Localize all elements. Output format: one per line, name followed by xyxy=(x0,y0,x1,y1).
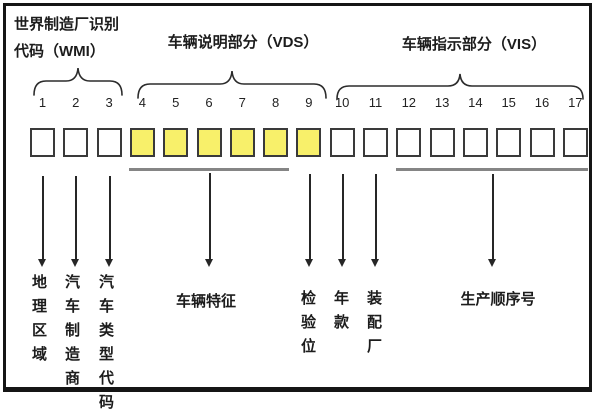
vin-box-7 xyxy=(229,128,255,157)
vin-box-17 xyxy=(562,128,588,157)
vin-box-14 xyxy=(462,128,488,157)
vin-box-4 xyxy=(129,128,155,157)
position-number-1: 1 xyxy=(38,95,47,110)
arrow-position-3 xyxy=(105,176,114,267)
diagram-frame xyxy=(3,3,592,392)
vis-brace xyxy=(336,73,584,100)
position-number-3: 3 xyxy=(105,95,113,110)
position-number-5: 5 xyxy=(172,95,180,110)
wmi-title-line1: 世界制造厂识别 xyxy=(14,16,120,33)
arrow-position-11 xyxy=(371,174,380,267)
vin-box-3 xyxy=(96,128,122,157)
vin-box-8 xyxy=(263,128,289,157)
position-number-14: 14 xyxy=(468,95,483,110)
label-production-serial: 生产顺序号 xyxy=(460,291,536,308)
label-model-year: 年款 xyxy=(333,290,349,331)
wmi-section-title: 世界制造厂识别 代码（WMI） xyxy=(14,11,119,65)
label-manufacturer: 汽车制造商 xyxy=(64,274,80,387)
vin-box-15 xyxy=(496,128,522,157)
vin-box-11 xyxy=(363,128,388,157)
vin-box-9 xyxy=(296,128,322,157)
arrow-vds-features xyxy=(205,173,214,267)
label-vehicle-type-code: 汽车类型代码 xyxy=(98,274,114,411)
label-vehicle-features: 车辆特征 xyxy=(175,293,236,310)
position-number-11: 11 xyxy=(368,95,383,110)
vds-section-title: 车辆说明部分（VDS） xyxy=(167,34,319,51)
vis-serial-underline xyxy=(396,168,588,171)
label-geo-region: 地理区域 xyxy=(31,274,47,363)
position-number-4: 4 xyxy=(138,95,146,110)
vin-box-12 xyxy=(396,128,422,157)
arrow-position-2 xyxy=(71,176,80,267)
position-number-2: 2 xyxy=(72,95,80,110)
position-number-9: 9 xyxy=(305,95,313,110)
vds-features-underline xyxy=(129,168,289,171)
position-number-10: 10 xyxy=(334,95,350,110)
label-assembly-plant: 装配厂 xyxy=(366,290,382,355)
position-number-8: 8 xyxy=(271,95,280,110)
label-check-digit: 检验位 xyxy=(300,290,316,355)
vis-section-title: 车辆指示部分（VIS） xyxy=(401,36,547,53)
vin-box-16 xyxy=(529,128,555,157)
vin-box-6 xyxy=(196,128,222,157)
position-number-13: 13 xyxy=(434,95,450,110)
position-number-16: 16 xyxy=(534,95,550,110)
arrow-position-1 xyxy=(38,176,47,267)
position-number-17: 17 xyxy=(568,95,583,110)
position-number-15: 15 xyxy=(501,95,516,110)
vin-box-2 xyxy=(63,128,89,157)
vds-brace xyxy=(137,70,327,99)
arrow-vis-serial xyxy=(488,174,497,267)
vin-boxes-row xyxy=(0,128,608,157)
position-number-7: 7 xyxy=(238,95,246,110)
vin-box-1 xyxy=(30,128,55,157)
arrow-position-9 xyxy=(305,174,314,267)
arrow-position-10 xyxy=(338,174,347,267)
vin-box-5 xyxy=(163,128,189,157)
vin-box-13 xyxy=(429,128,455,157)
wmi-title-line2: 代码（WMI） xyxy=(14,43,105,60)
vin-box-10 xyxy=(329,128,355,157)
position-number-6: 6 xyxy=(205,95,213,110)
wmi-brace xyxy=(33,67,123,96)
position-number-12: 12 xyxy=(401,95,417,110)
